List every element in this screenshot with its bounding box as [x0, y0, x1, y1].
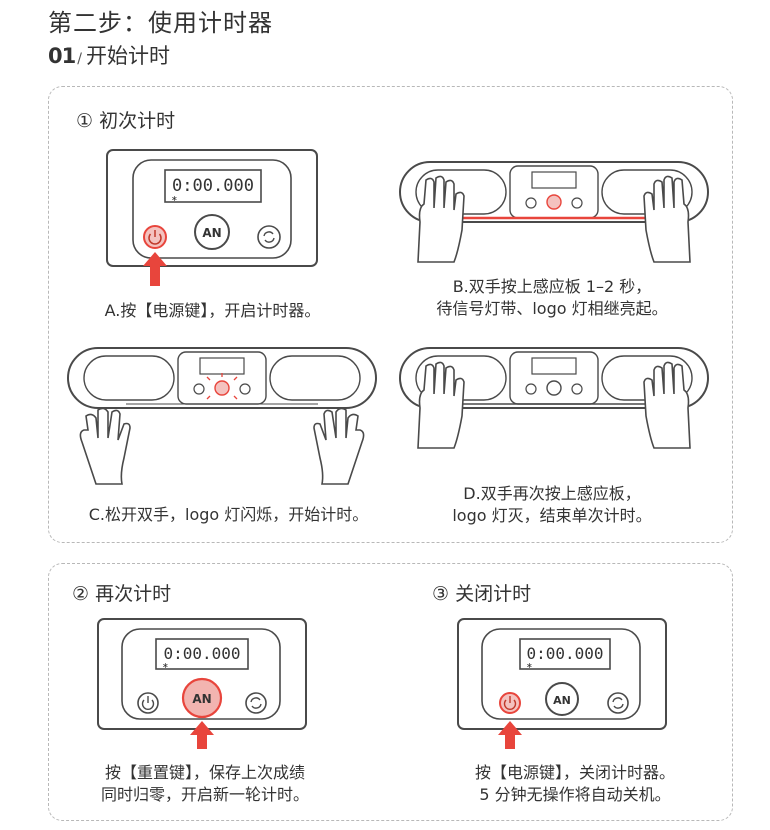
hand-icon — [417, 361, 465, 449]
device-front-figure-shutdown: 0:00.000 ∗ AN — [457, 618, 667, 749]
shutdown-caption: 按【电源键】，关闭计时器。 5 分钟无操作将自动关机。 — [474, 763, 675, 804]
hand-icon — [643, 361, 691, 449]
power-icon — [148, 233, 162, 245]
power-button[interactable] — [499, 692, 521, 714]
arrow-up-icon — [190, 721, 214, 749]
arrow-up-icon — [498, 721, 522, 749]
power-button[interactable] — [143, 225, 167, 249]
power-icon — [141, 699, 155, 710]
hand-icon — [417, 175, 465, 263]
svg-text:AN: AN — [553, 694, 571, 707]
step-c-caption: C.松开双手，logo 灯闪烁，开始计时。 — [88, 505, 369, 524]
logo-icon: AN — [545, 682, 579, 716]
logo-icon: AN — [192, 692, 211, 706]
logo-icon: AN — [194, 214, 230, 250]
subtitle-text: 开始计时 — [85, 44, 170, 68]
bluetooth-icon: ∗ — [526, 661, 533, 670]
power-icon — [503, 699, 517, 710]
lcd-time: 0:00.000 — [526, 644, 603, 663]
reset-icon — [612, 697, 624, 709]
section-label-retiming: ② 再次计时 — [72, 583, 172, 605]
lcd-screen — [164, 169, 262, 203]
reset-button[interactable] — [607, 692, 629, 714]
arrow-up-icon — [143, 252, 167, 286]
hand-icon — [313, 407, 365, 485]
step-d-caption: D.双手再次按上感应板， logo 灯灭，结束单次计时。 — [452, 484, 652, 525]
retiming-and-shutdown-panel — [48, 563, 733, 821]
hand-icon — [79, 407, 131, 485]
section-label-shutdown: ③ 关闭计时 — [432, 583, 532, 605]
retiming-caption: 按【重置键】，保存上次成绩 同时归零，开启新一轮计时。 — [100, 763, 309, 804]
bluetooth-icon: ∗ — [171, 194, 178, 203]
bluetooth-icon: ∗ — [162, 661, 169, 670]
lcd-time: 0:00.000 — [163, 644, 240, 663]
lcd-time: 0:00.000 — [172, 176, 254, 196]
first-timing-panel — [48, 86, 733, 543]
device-top-figure-b — [399, 161, 709, 263]
reset-icon — [250, 697, 262, 709]
device-top-figure-c — [67, 347, 377, 485]
logo-reset-button[interactable]: AN — [181, 677, 223, 719]
section-label-first-timing: ① 初次计时 — [76, 110, 176, 132]
reset-button[interactable] — [257, 225, 281, 249]
hand-icon — [643, 175, 691, 263]
subtitle-number: 01 — [48, 44, 76, 68]
step-a-caption: A.按【电源键】，开启计时器。 — [104, 301, 321, 320]
subtitle-slash: / — [77, 51, 82, 67]
reset-button[interactable] — [245, 692, 267, 714]
page-title: 第二步：使用计时器 — [48, 9, 273, 37]
svg-text:AN: AN — [202, 226, 221, 240]
reset-icon — [263, 231, 275, 243]
power-button[interactable] — [137, 692, 159, 714]
section-subtitle: 01 / 开始计时 — [48, 40, 170, 70]
device-top-figure-d — [399, 347, 709, 449]
device-front-figure-a: 0:00.000 ∗ AN — [106, 149, 318, 286]
step-b-caption: B.双手按上感应板 1–2 秒， 待信号灯带、logo 灯相继亮起。 — [436, 277, 668, 318]
device-front-figure-reset: 0:00.000 ∗ AN — [97, 618, 307, 749]
